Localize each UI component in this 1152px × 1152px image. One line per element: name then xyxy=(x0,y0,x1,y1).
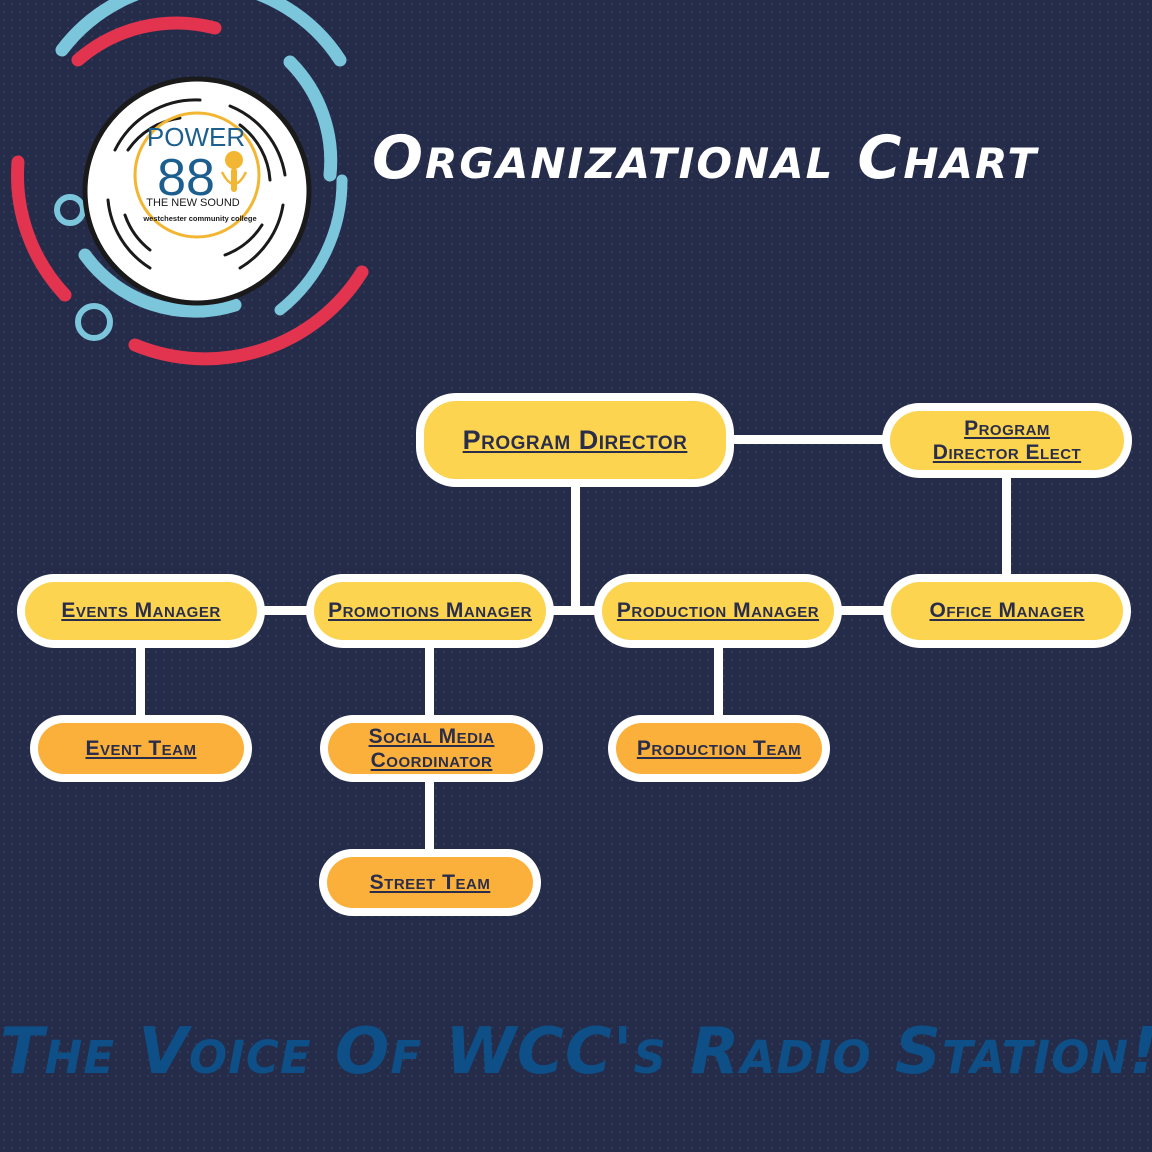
logo-brand-college: westchester community college xyxy=(142,214,256,223)
tagline: The Voice Of WCC's Radio Station! xyxy=(0,1015,1152,1089)
logo-ring-arc xyxy=(55,0,347,67)
logo-dot xyxy=(54,194,86,226)
logo-brand-top: POWER xyxy=(147,122,245,152)
node-label: Events Manager xyxy=(61,599,221,622)
node-label: Program Director xyxy=(462,425,688,455)
node-label: Street Team xyxy=(369,870,491,894)
logo-ring-arc xyxy=(78,248,242,318)
node-promotions-manager: Promotions Manager xyxy=(306,574,554,648)
node-label: Program xyxy=(964,416,1050,440)
node-program-director-elect: Program Director Elect xyxy=(882,403,1132,478)
connector-line xyxy=(136,645,145,720)
logo-dot xyxy=(75,303,113,341)
node-street-team: Street Team xyxy=(319,849,541,916)
connector-line xyxy=(1002,475,1011,580)
connector-line xyxy=(725,435,890,444)
node-production-manager: Production Manager xyxy=(594,574,842,648)
page-title: Organizational Chart xyxy=(372,123,1039,193)
microphone-icon xyxy=(220,151,248,192)
logo-ring-arc xyxy=(71,16,222,67)
connector-line xyxy=(571,483,580,611)
node-label: Promotions Manager xyxy=(328,599,532,622)
logo-brand-num: 88 xyxy=(157,149,215,207)
node-label: Production Team xyxy=(636,736,802,760)
node-label: Event Team xyxy=(85,736,197,760)
node-event-team: Event Team xyxy=(30,715,252,782)
connector-line xyxy=(714,645,723,720)
node-label: Office Manager xyxy=(929,599,1085,622)
node-office-manager: Office Manager xyxy=(883,574,1131,648)
node-label: Production Manager xyxy=(616,599,820,622)
logo-ring-arc xyxy=(283,55,338,182)
node-social-media-coordinator: Social Media Coordinator xyxy=(320,715,543,782)
logo-ring-arc xyxy=(11,155,72,302)
node-program-director: Program Director xyxy=(416,393,734,487)
node-events-manager: Events Manager xyxy=(17,574,265,648)
power88-logo: POWER 88 THE NEW SOUND westchester commu… xyxy=(11,0,369,366)
node-label: Social Media xyxy=(368,724,495,748)
connector-line xyxy=(255,606,895,615)
logo-ring-arc xyxy=(128,265,369,366)
node-label: Director Elect xyxy=(932,440,1082,464)
node-label: Coordinator xyxy=(370,748,493,772)
node-production-team: Production Team xyxy=(608,715,830,782)
logo-ring-arc xyxy=(274,174,348,316)
logo-brand-sub: THE NEW SOUND xyxy=(146,197,240,209)
